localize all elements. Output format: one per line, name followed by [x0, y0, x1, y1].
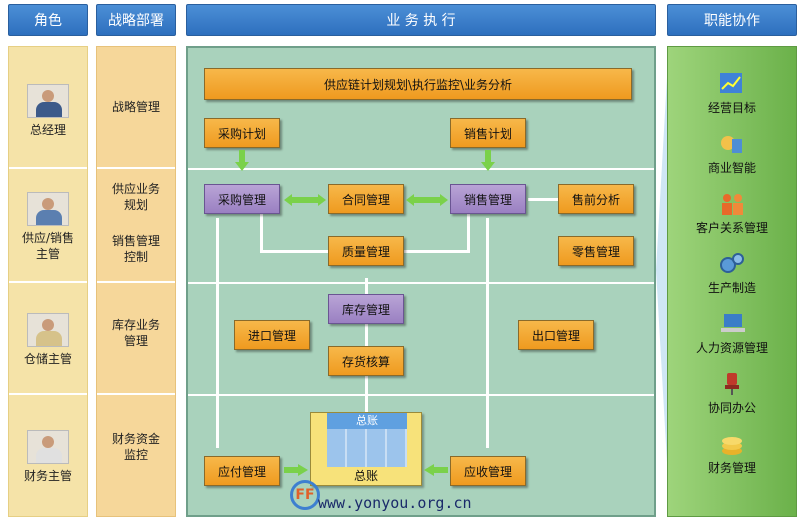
functions-column: 经营目标 商业智能 客户关系管理 生产制造 人力资源管理 协同办公 财务管理: [667, 46, 797, 517]
person-avatar-icon: [27, 192, 69, 226]
crm-people-icon: [722, 194, 743, 215]
role-warehouse-manager: 仓储主管: [9, 295, 87, 385]
inventory-mgmt-box: 库存管理: [328, 294, 404, 324]
header-strategy: 战略部署: [96, 4, 176, 36]
strategy-column: 战略管理 供应业务 规划 销售管理 控制 库存业务 管理 财务资金 监控: [96, 46, 176, 517]
gears-icon: [720, 253, 744, 273]
import-mgmt-box: 进口管理: [234, 320, 310, 350]
receivable-mgmt-box: 应收管理: [450, 456, 526, 486]
strategy-item: 供应业务 规划: [111, 182, 160, 212]
function-item: 商业智能: [668, 131, 796, 176]
arrow-down-icon: [239, 150, 245, 162]
roles-column: 总经理 供应/销售 主管 仓储主管 财务主管: [8, 46, 88, 517]
watermark-logo: FF: [290, 480, 320, 510]
stock-accounting-box: 存货核算: [328, 346, 404, 376]
export-mgmt-box: 出口管理: [518, 320, 594, 350]
ledger-label: 总账: [353, 469, 378, 483]
hr-laptop-icon: [721, 314, 745, 332]
person-avatar-icon: [27, 84, 69, 118]
chevron-arrow-icon: [656, 60, 668, 480]
target-chart-icon: [720, 73, 742, 93]
header-functions: 职能协作: [667, 4, 797, 36]
purchase-plan-box: 采购计划: [204, 118, 280, 148]
function-item: 人力资源管理: [668, 311, 796, 356]
role-supply-sales-manager: 供应/销售 主管: [9, 179, 87, 275]
supply-chain-banner: 供应链计划规划\执行监控\业务分析: [204, 68, 632, 100]
arrow-right-icon: [284, 464, 308, 476]
presales-box: 售前分析: [558, 184, 634, 214]
payable-mgmt-box: 应付管理: [204, 456, 280, 486]
header-roles: 角色: [8, 4, 88, 36]
office-chair-icon: [725, 373, 739, 395]
function-item: 生产制造: [668, 251, 796, 296]
strategy-item: 战略管理: [111, 100, 160, 114]
strategy-item: 财务资金 监控: [111, 432, 160, 462]
sales-mgmt-box: 销售管理: [450, 184, 526, 214]
role-general-manager: 总经理: [9, 71, 87, 151]
role-finance-manager: 财务主管: [9, 407, 87, 507]
arrow-down-icon: [485, 150, 491, 162]
strategy-item: 销售管理 控制: [111, 234, 160, 264]
arrow-left-icon: [424, 464, 448, 476]
person-avatar-icon: [27, 430, 69, 464]
function-item: 经营目标: [668, 71, 796, 116]
retail-mgmt-box: 零售管理: [558, 236, 634, 266]
function-item: 客户关系管理: [668, 191, 796, 236]
watermark-text: www.yonyou.org.cn: [318, 494, 472, 512]
quality-mgmt-box: 质量管理: [328, 236, 404, 266]
business-intelligence-icon: [721, 136, 742, 153]
strategy-item: 库存业务 管理: [111, 318, 160, 348]
double-arrow-icon: [284, 194, 326, 206]
function-item: 财务管理: [668, 431, 796, 476]
contract-mgmt-box: 合同管理: [328, 184, 404, 214]
execution-panel: 供应链计划规划\执行监控\业务分析 采购计划 销售计划 采购管理 合同管理 销售…: [186, 46, 656, 517]
purchase-mgmt-box: 采购管理: [204, 184, 280, 214]
general-ledger-box: 总账 总账: [310, 412, 422, 486]
finance-coins-icon: [722, 437, 742, 455]
double-arrow-icon: [406, 194, 448, 206]
header-execution: 业 务 执 行: [186, 4, 656, 36]
person-avatar-icon: [27, 313, 69, 347]
ledger-title: 总账: [327, 413, 407, 429]
ledger-grid-icon: [327, 429, 407, 467]
function-item: 协同办公: [668, 371, 796, 416]
sales-plan-box: 销售计划: [450, 118, 526, 148]
